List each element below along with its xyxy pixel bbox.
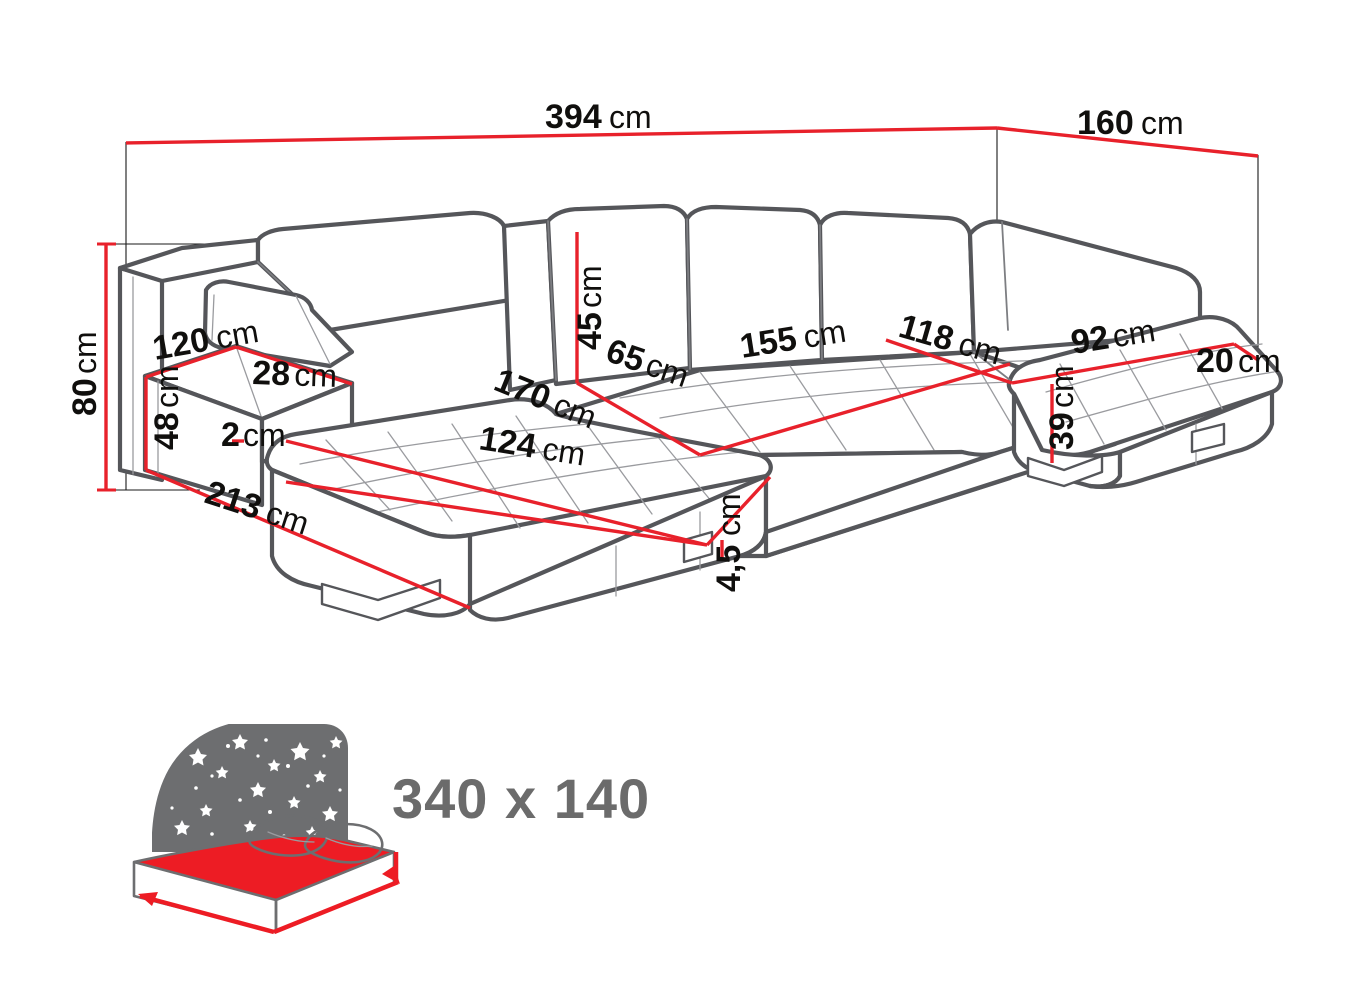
left-armrest-flap xyxy=(202,279,355,369)
sofa-leg xyxy=(320,578,442,622)
label-total-depth-unit: cm xyxy=(1141,105,1184,141)
label-total-width: 394 cm xyxy=(545,98,652,136)
left-backrest-top xyxy=(117,237,261,284)
right-chaise-side-face xyxy=(1087,389,1275,490)
label-gap: 2 cm xyxy=(221,416,286,454)
label-right-arm-width: 20 cm xyxy=(1196,342,1281,380)
label-left-seat-width-value: 124 xyxy=(477,419,539,465)
label-left-arm-depth-unit: cm xyxy=(213,313,261,356)
label-left-seat-width: 124 cm xyxy=(477,419,588,472)
dimension-lines xyxy=(97,126,1259,610)
dim-line-left-chaise-length xyxy=(145,468,471,610)
sofa-illustration xyxy=(117,203,1283,622)
right-chaise-back xyxy=(967,219,1203,355)
dim-line-seat-depth xyxy=(576,381,701,457)
label-seat-height-value: 48 xyxy=(148,412,186,450)
dim-line-right-arm-width xyxy=(1233,342,1259,362)
label-center-seat-width-value: 155 xyxy=(737,319,799,365)
dim-line-right-seat-width xyxy=(1011,342,1235,385)
moon-shape xyxy=(151,717,252,852)
label-total-depth-value: 160 xyxy=(1077,104,1134,142)
dim-line-left-seat-depth xyxy=(285,439,708,547)
dim-line-left-arm-depth xyxy=(145,345,237,379)
label-right-seat-width-unit: cm xyxy=(1110,312,1158,354)
label-total-height-value: 80 xyxy=(66,378,104,416)
label-backrest-height-unit: cm xyxy=(572,265,608,308)
sofa-leg xyxy=(1190,422,1226,454)
label-seat-height-unit: cm xyxy=(149,365,185,408)
dimension-labels: 394 cm 160 cm 80 cm 120 cm 28 cm 48 cm xyxy=(66,98,1281,592)
label-gap-value: 2 xyxy=(221,416,240,454)
dim-line-total-depth xyxy=(996,126,1259,158)
label-right-arm-width-value: 20 xyxy=(1196,342,1234,380)
label-right-seat-width: 92 cm xyxy=(1068,312,1158,362)
dim-line-left-seat-width xyxy=(285,480,708,547)
label-left-arm-width: 28 cm xyxy=(252,354,338,394)
label-leg-height-unit: cm xyxy=(711,493,747,536)
mattress-top xyxy=(134,835,394,900)
label-right-seat-height: 39 cm xyxy=(1043,365,1081,450)
dim-line-right-chaise-depth xyxy=(885,338,1013,385)
label-right-seat-width-value: 92 xyxy=(1068,318,1111,361)
label-backrest-height: 45 cm xyxy=(571,265,609,350)
sofa-leg xyxy=(1026,454,1104,488)
label-center-seat-width: 155 cm xyxy=(737,313,849,366)
bed-night-icon xyxy=(132,717,400,935)
label-leg-height-value: 4,5 xyxy=(710,545,748,592)
label-right-seat-height-value: 39 xyxy=(1043,412,1081,450)
dim-line-center-seat-width xyxy=(699,362,1011,457)
label-total-width-unit: cm xyxy=(609,99,652,135)
stars xyxy=(170,734,343,839)
pillow-back xyxy=(247,814,329,857)
label-backrest-height-value: 45 xyxy=(571,312,609,350)
label-left-seat-width-unit: cm xyxy=(540,430,588,472)
label-left-arm-width-unit: cm xyxy=(294,356,338,393)
bed-width-arrow xyxy=(139,893,275,935)
label-right-arm-width-unit: cm xyxy=(1238,343,1281,379)
label-total-height-unit: cm xyxy=(67,331,103,374)
label-seat-height: 48 cm xyxy=(148,365,186,450)
pillow-front xyxy=(303,822,384,864)
label-total-width-value: 394 xyxy=(545,98,602,136)
label-right-seat-height-unit: cm xyxy=(1044,365,1080,408)
label-center-seat-width-unit: cm xyxy=(801,313,849,355)
bed-size-label: 340 x 140 xyxy=(392,767,650,830)
label-total-height: 80 cm xyxy=(66,331,104,416)
label-total-depth: 160 cm xyxy=(1077,104,1184,142)
dim-line-left-arm-width xyxy=(235,345,353,386)
dim-line-total-width xyxy=(125,126,998,145)
left-chaise-front-face xyxy=(269,467,473,618)
label-gap-unit: cm xyxy=(243,417,286,453)
label-left-arm-depth: 120 cm xyxy=(150,313,261,368)
label-leg-height: 4,5 cm xyxy=(710,493,748,592)
label-left-arm-width-value: 28 xyxy=(252,354,291,393)
